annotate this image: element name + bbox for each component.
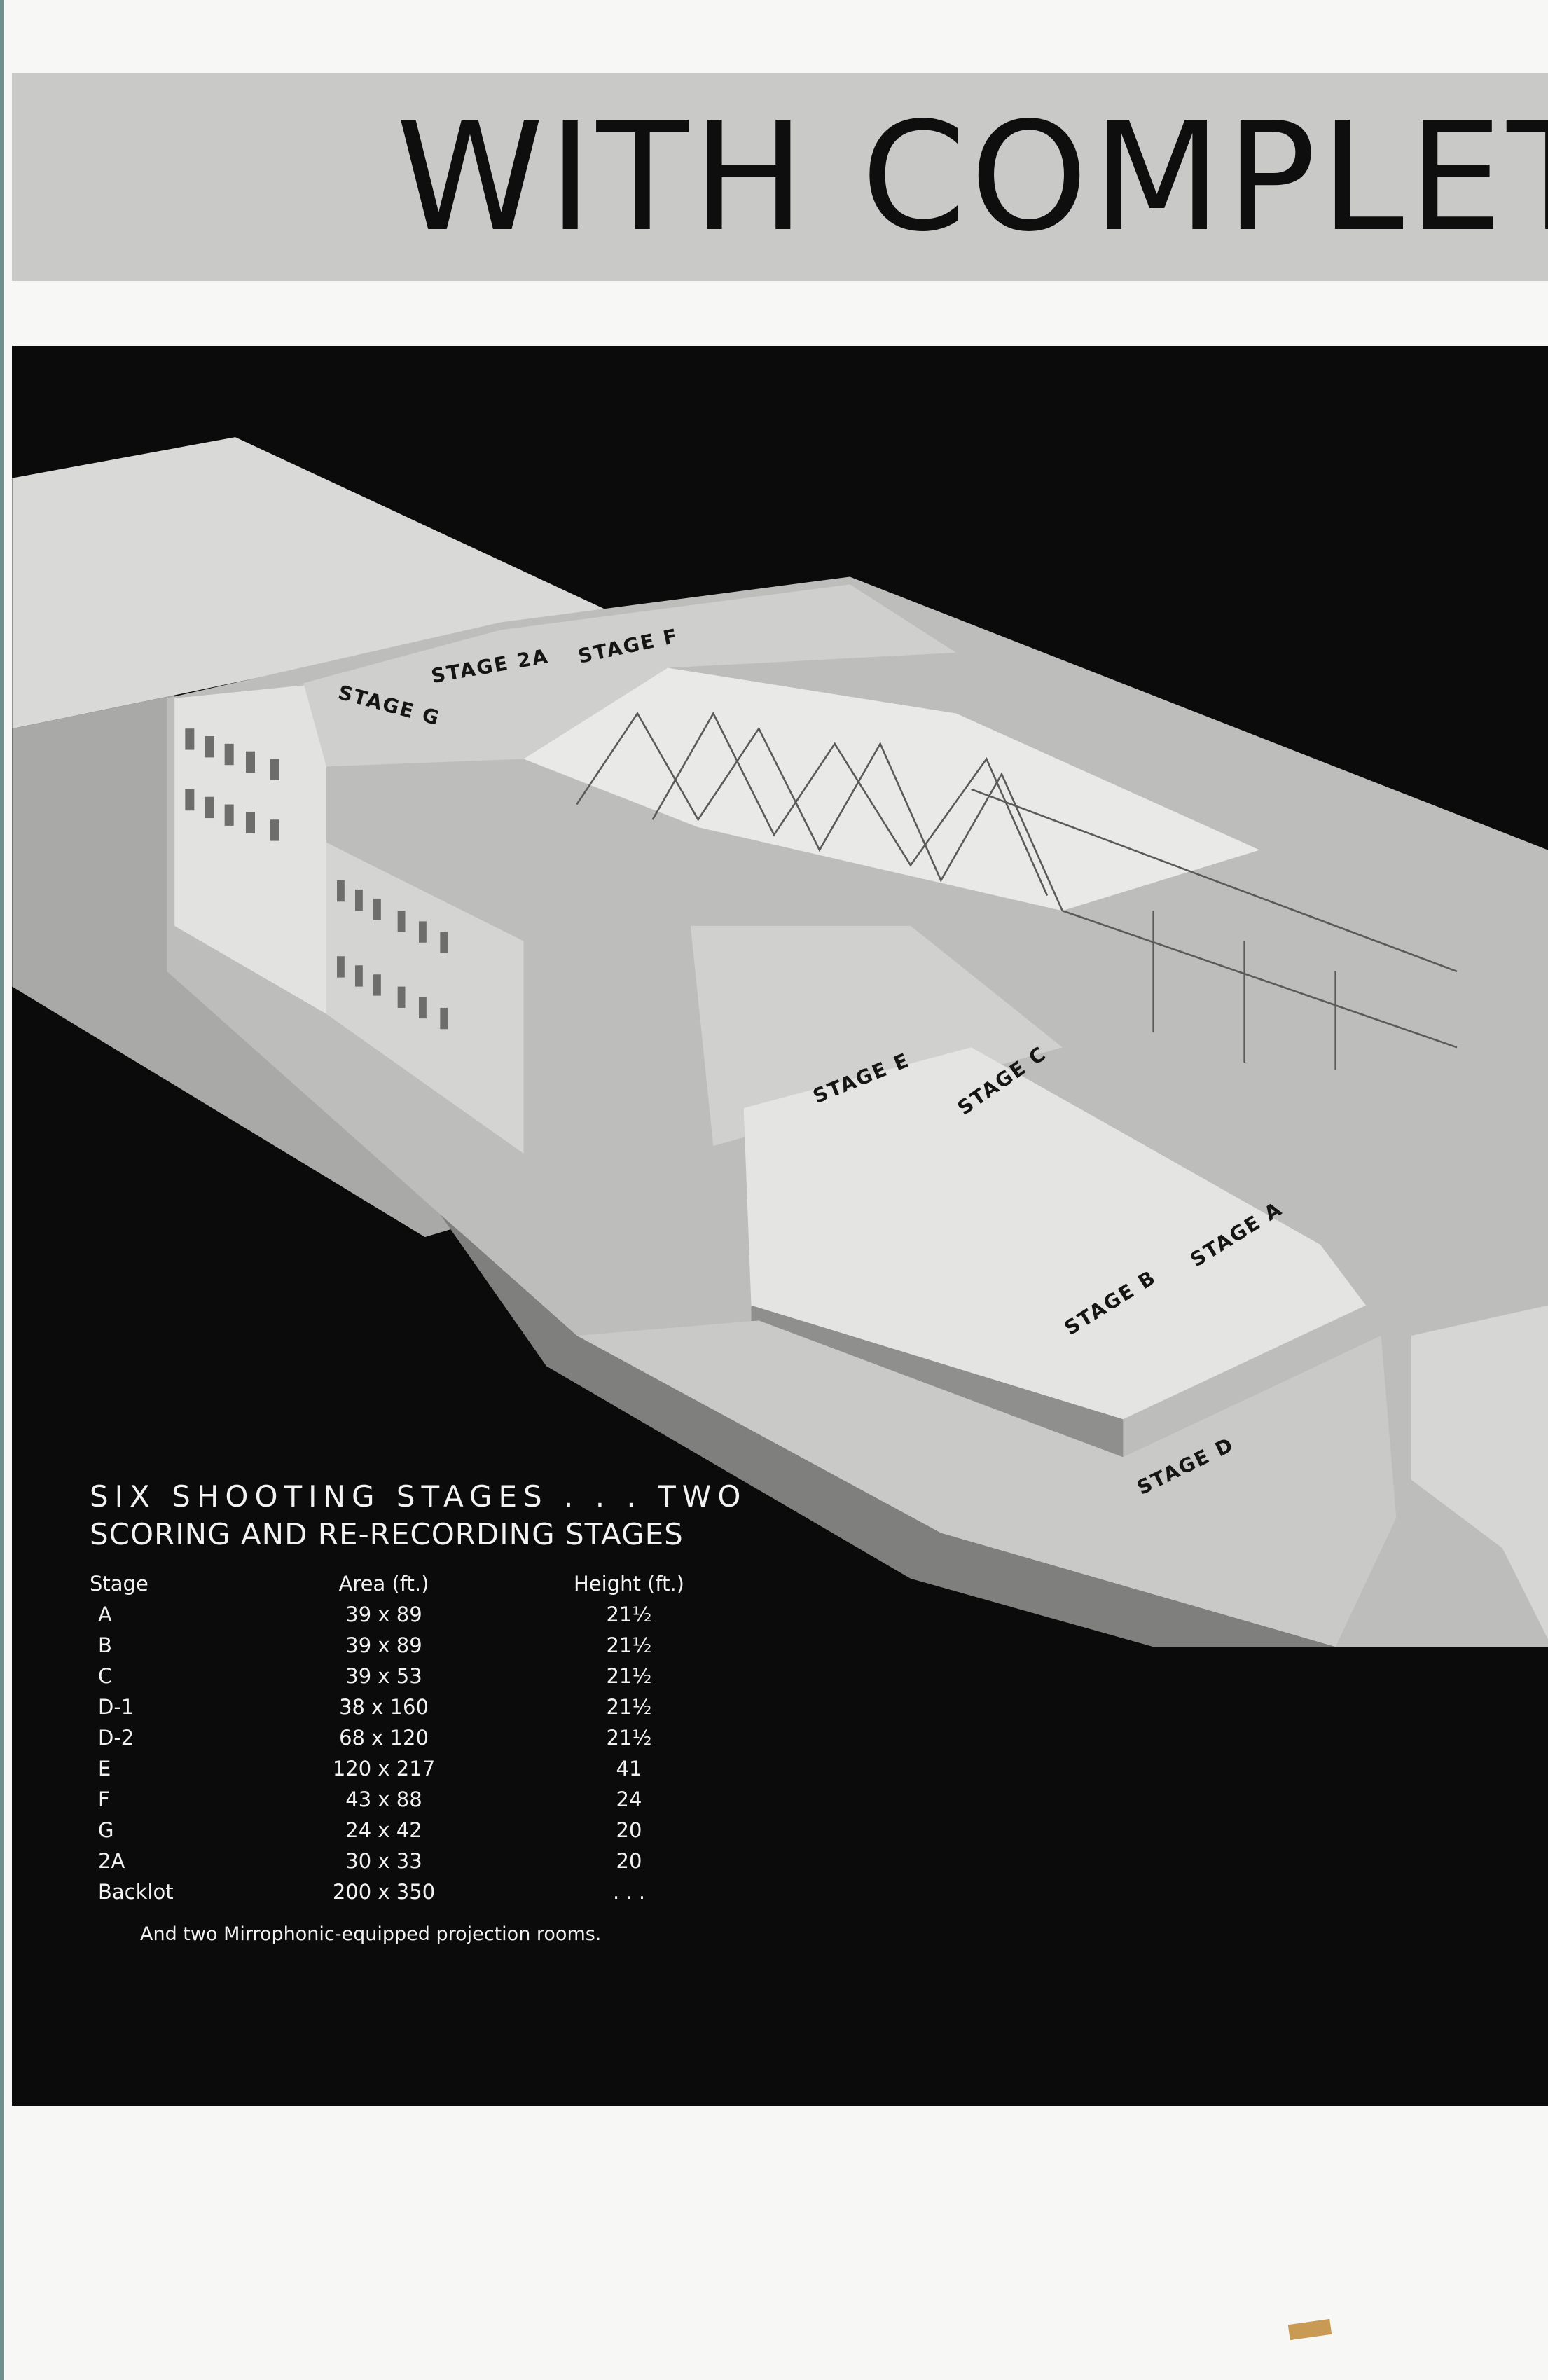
stage-cell: E (98, 1757, 111, 1780)
upper-roof (303, 584, 956, 767)
page-edge (0, 0, 4, 2380)
stage-cell: B (98, 1633, 112, 1657)
stage-cell: G (98, 1818, 114, 1842)
area-cell: 39 x 53 (345, 1664, 422, 1688)
stage-f-vault (523, 667, 1260, 911)
height-cell: 24 (616, 1787, 642, 1811)
height-cell: 21½ (606, 1695, 652, 1719)
table-row: F 43 x 88 24 (90, 1787, 685, 1818)
backlot-roof (12, 437, 607, 729)
height-cell: 41 (616, 1757, 642, 1780)
table-row: A 39 x 89 21½ (90, 1603, 685, 1633)
stage-cell: 2A (98, 1849, 125, 1873)
area-cell: 24 x 42 (345, 1818, 422, 1842)
area-cell: 200 x 350 (332, 1880, 436, 1904)
stage-e-floor (690, 925, 1063, 1147)
stages-heading-line2: SCORING AND RE-RECORDING STAGES (90, 1517, 684, 1551)
stage-cell: C (98, 1664, 113, 1688)
stages-abc-box (743, 1047, 1366, 1420)
height-cell: 21½ (606, 1664, 652, 1688)
area-cell: 120 x 217 (332, 1757, 436, 1780)
table-header: Stage Area (ft.) Height (ft.) (90, 1572, 685, 1603)
height-cell: 21½ (606, 1603, 652, 1626)
area-cell: 39 x 89 (345, 1603, 422, 1626)
height-cell: 21½ (606, 1633, 652, 1657)
table-row: D-2 68 x 120 21½ (90, 1726, 685, 1757)
area-cell: 39 x 89 (345, 1633, 422, 1657)
area-cell: 43 x 88 (345, 1787, 422, 1811)
stages-abc-walls (751, 1305, 1124, 1458)
office-windows (185, 728, 448, 1030)
table-row: 2A 30 x 33 20 (90, 1849, 685, 1880)
height-cell: 20 (616, 1818, 642, 1842)
banner-title: WITH COMPLETE (396, 90, 1548, 265)
roof-trusses (576, 711, 1458, 1070)
height-cell: . . . (612, 1880, 646, 1904)
stage-cell: D-2 (98, 1726, 134, 1750)
area-cell: 30 x 33 (345, 1849, 422, 1873)
stages-heading-line1: SIX SHOOTING STAGES . . . TWO (90, 1479, 747, 1514)
office-block (174, 683, 326, 1014)
stage-cell: A (98, 1603, 112, 1626)
footnote: And two Mirrophonic-equipped projection … (140, 1923, 602, 1945)
column-header-height: Height (ft.) (574, 1572, 684, 1596)
column-header-area: Area (ft.) (338, 1572, 429, 1596)
height-cell: 20 (616, 1849, 642, 1873)
stages-table: Stage Area (ft.) Height (ft.) A 39 x 89 21… (90, 1572, 685, 1911)
stage-cell: D-1 (98, 1695, 134, 1719)
stage-cell: Backlot (98, 1880, 174, 1904)
table-row: Backlot 200 x 350 . . . (90, 1880, 685, 1911)
area-cell: 38 x 160 (339, 1695, 429, 1719)
title-banner: WITH COMPLETE (12, 73, 1548, 281)
street-ground (12, 695, 502, 1238)
right-section (1411, 1305, 1548, 1640)
area-cell: 68 x 120 (339, 1726, 429, 1750)
excavation-underside (440, 1214, 1336, 1647)
stage-cell: F (98, 1787, 110, 1811)
height-cell: 21½ (606, 1726, 652, 1750)
table-row: C 39 x 53 21½ (90, 1664, 685, 1695)
table-row: B 39 x 89 21½ (90, 1633, 685, 1664)
table-row: E 120 x 217 41 (90, 1757, 685, 1787)
table-row: D-1 38 x 160 21½ (90, 1695, 685, 1726)
table-row: G 24 x 42 20 (90, 1818, 685, 1849)
column-header-stage: Stage (90, 1572, 148, 1596)
stage-d-floor (576, 1320, 1397, 1647)
